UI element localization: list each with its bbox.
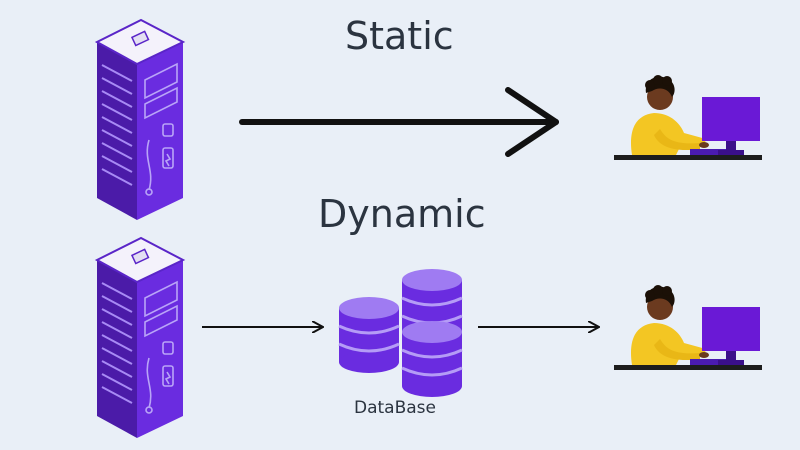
static-title: Static xyxy=(345,14,454,58)
dynamic-title: Dynamic xyxy=(318,192,486,236)
database-icon xyxy=(337,267,464,399)
static-user-at-computer-icon xyxy=(614,75,762,160)
dynamic-server-icon xyxy=(96,237,184,439)
static-server-icon xyxy=(96,19,184,221)
database-label: DataBase xyxy=(354,398,436,418)
dynamic-user-at-computer-icon xyxy=(614,285,762,370)
static-arrow-icon xyxy=(239,87,559,157)
